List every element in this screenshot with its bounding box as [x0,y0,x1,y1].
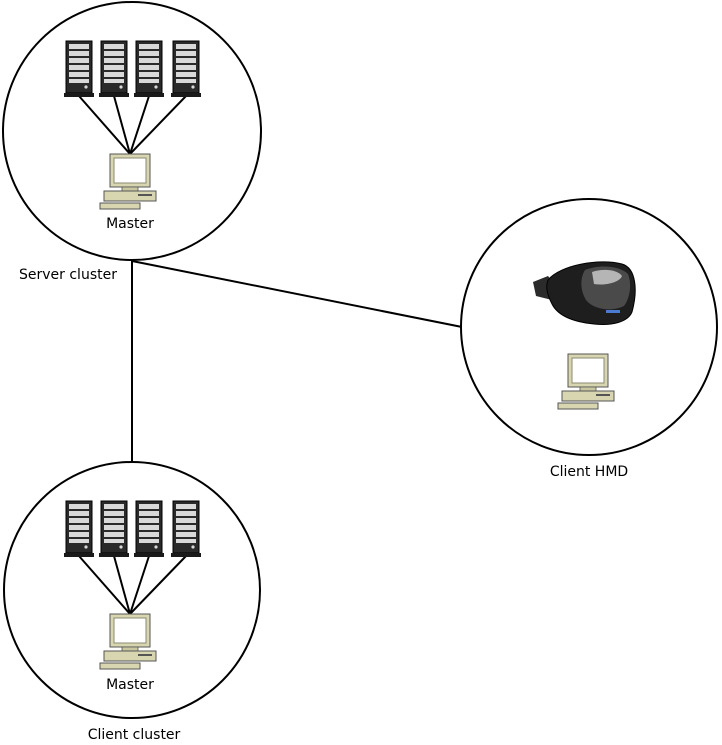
server-rack-icon [63,500,95,558]
client-hmd-caption: Client HMD [550,464,628,480]
link-server-to-hmd [131,260,463,328]
server-rack-icon [133,500,165,558]
client-cluster-links [78,555,187,615]
client-hmd-node [460,198,718,456]
client-cluster-caption: Client cluster [88,727,181,743]
server-master-label: Master [106,216,154,232]
server-rack-icon [133,40,165,98]
server-rack-icon [63,40,95,98]
server-cluster-links [78,95,187,155]
vr-headset-icon [533,261,636,325]
server-cluster-node: Master [2,1,262,261]
client-master-label: Master [106,677,154,693]
server-rack-icon [170,40,202,98]
server-rack-icon [98,500,130,558]
server-rack-icon [98,40,130,98]
server-rack-icon [170,500,202,558]
server-cluster-caption: Server cluster [19,267,117,283]
client-cluster-node: Master [3,461,261,719]
